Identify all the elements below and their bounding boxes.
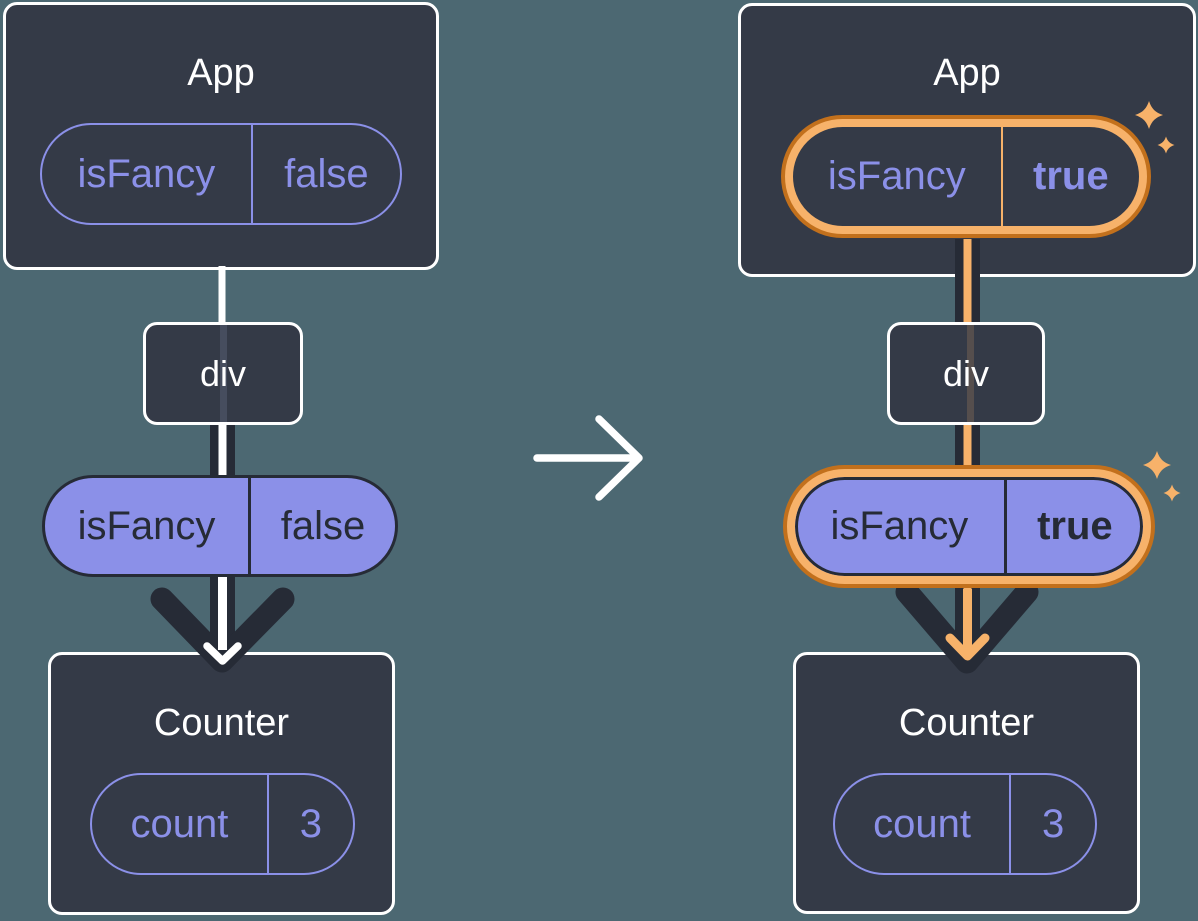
left-app-title: App xyxy=(187,52,255,94)
right-div-label: div xyxy=(942,352,990,394)
left-counter-state-value: 3 xyxy=(266,775,353,873)
left-prop-pill: isFancy false xyxy=(42,475,398,577)
right-prop-pill-highlighted: isFancy true xyxy=(787,469,1151,584)
left-div-pill-flow-core xyxy=(218,423,227,477)
left-app-state-name: isFancy xyxy=(77,151,216,196)
left-prop-name: isFancy xyxy=(77,503,216,548)
right-counter-state-pill: count 3 xyxy=(833,773,1097,875)
right-counter-state-name: count xyxy=(873,801,972,846)
right-app-state-value: true xyxy=(1000,127,1139,226)
right-flow-dark xyxy=(955,239,980,645)
right-counter-state-value: 3 xyxy=(1009,775,1095,873)
right-prop-value: true xyxy=(1003,477,1143,576)
left-div-passthrough-line xyxy=(220,325,227,422)
right-app-title: App xyxy=(933,52,1001,94)
left-div-pill-flow-dark xyxy=(210,423,235,477)
left-div-box: div xyxy=(143,322,303,425)
right-counter-box xyxy=(793,652,1140,914)
left-div-label: div xyxy=(199,352,247,394)
sparkle-icon xyxy=(1143,451,1171,479)
right-prop-name: isFancy xyxy=(830,504,969,548)
right-arrow-icon xyxy=(533,415,643,501)
left-counter-box xyxy=(48,652,395,915)
left-app-div-edge xyxy=(218,266,226,326)
right-app-state-name: isFancy xyxy=(827,154,966,198)
left-counter-state-pill: count 3 xyxy=(90,773,355,875)
left-counter-state-name: count xyxy=(130,801,229,846)
left-app-state-pill: isFancy false xyxy=(40,123,402,225)
sparkle-icon xyxy=(1163,484,1181,502)
right-div-box: div xyxy=(887,322,1045,425)
right-app-state-pill-highlighted: isFancy true xyxy=(785,119,1147,234)
right-counter-title: Counter xyxy=(898,702,1035,744)
left-counter-title: Counter xyxy=(153,702,290,744)
left-app-state-value: false xyxy=(250,125,400,223)
left-arrow-stem-dark xyxy=(210,575,235,643)
left-prop-value: false xyxy=(248,478,395,574)
